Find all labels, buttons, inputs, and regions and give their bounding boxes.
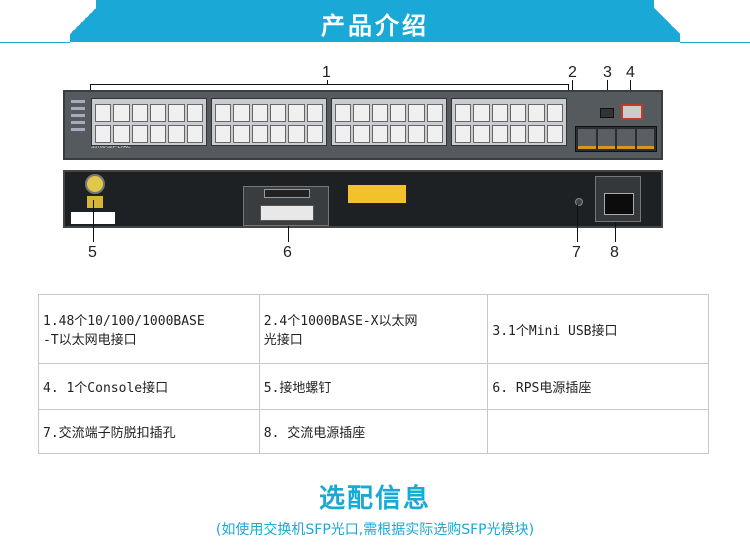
caution-label xyxy=(347,184,407,204)
section-subtitle: (如使用交换机SFP光口,需根据实际选购SFP光模块) xyxy=(215,522,535,538)
leader-line-1 xyxy=(327,80,328,84)
divider xyxy=(680,42,750,43)
callout-2: 2 xyxy=(568,64,577,81)
table-cell: 8. 交流电源插座 xyxy=(258,409,489,454)
page-title: 产品介绍 xyxy=(321,12,429,40)
ground-screw-icon xyxy=(85,174,105,194)
port-description-table: 1.48个10/100/1000BASE -T以太网电接口 2.4个1000BA… xyxy=(38,294,709,454)
table-cell: 3.1个Mini USB接口 xyxy=(487,294,709,364)
table-row: 4. 1个Console接口 5.接地螺钉 6. RPS电源插座 xyxy=(38,363,709,410)
table-cell: 2.4个1000BASE-X以太网 光接口 xyxy=(258,294,489,364)
leader-line-1 xyxy=(90,84,568,85)
table-row: 7.交流端子防脱扣插孔 8. 交流电源插座 xyxy=(38,409,709,454)
front-status-leds xyxy=(69,96,89,156)
switch-front-panel: S5700-52P-LI-AC xyxy=(63,90,663,160)
callout-4: 4 xyxy=(626,64,635,81)
console-port xyxy=(621,104,643,120)
ground-label xyxy=(87,196,103,208)
leader-line-8 xyxy=(615,222,616,242)
header-banner: 产品介绍 xyxy=(0,0,750,42)
switch-rear-panel xyxy=(63,170,663,228)
table-row: 1.48个10/100/1000BASE -T以太网电接口 2.4个1000BA… xyxy=(38,294,709,364)
table-cell: 6. RPS电源插座 xyxy=(487,363,709,410)
table-cell: 4. 1个Console接口 xyxy=(38,363,260,410)
sfp-port-group xyxy=(575,126,657,152)
divider xyxy=(0,42,70,43)
section-title: 选配信息 xyxy=(318,484,431,514)
leader-line-5 xyxy=(93,200,94,242)
callout-8: 8 xyxy=(610,244,619,261)
rj45-port-group xyxy=(331,98,447,146)
table-cell: 7.交流端子防脱扣插孔 xyxy=(38,409,260,454)
table-cell: 5.接地螺钉 xyxy=(258,363,489,410)
leader-line-1 xyxy=(568,84,569,92)
mini-usb-port xyxy=(600,108,614,118)
callout-5: 5 xyxy=(88,244,97,261)
rj45-port-group xyxy=(451,98,567,146)
callout-3: 3 xyxy=(603,64,612,81)
rj45-port-group xyxy=(211,98,327,146)
callout-1: 1 xyxy=(322,64,331,81)
banner-bar xyxy=(70,0,680,42)
banner-left-notch xyxy=(70,0,96,42)
rj45-port-group xyxy=(91,98,207,146)
table-cell: 1.48个10/100/1000BASE -T以太网电接口 xyxy=(38,294,260,364)
leader-line-6 xyxy=(288,226,289,242)
rps-power-socket xyxy=(243,186,329,226)
table-cell xyxy=(487,409,709,454)
model-label: S5700-52P-LI-AC xyxy=(91,144,131,150)
ac-retention-hole xyxy=(575,198,583,206)
callout-7: 7 xyxy=(572,244,581,261)
leader-line-1 xyxy=(90,84,91,92)
banner-right-notch xyxy=(654,0,680,42)
leader-line-7 xyxy=(577,204,578,242)
callout-6: 6 xyxy=(283,244,292,261)
ac-power-socket xyxy=(595,176,641,222)
